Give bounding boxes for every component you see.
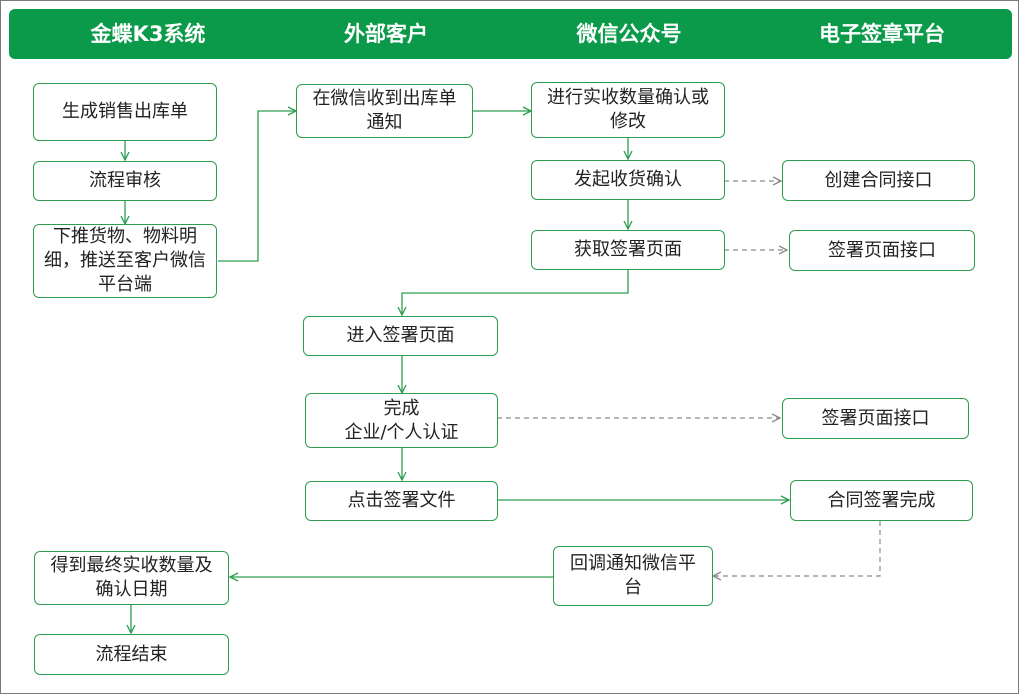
node-push-to-customer: 下推货物、物料明细，推送至客户微信平台端 [33, 224, 217, 298]
edge-n3-n4 [218, 111, 296, 262]
node-wechat-receive-notice: 在微信收到出库单通知 [296, 84, 473, 138]
node-create-delivery-order: 生成销售出库单 [33, 83, 217, 141]
lane-title-esign: 电子签章平台 [819, 22, 945, 46]
node-contract-signed: 合同签署完成 [790, 480, 973, 521]
node-create-contract-api: 创建合同接口 [782, 160, 975, 201]
node-start-receipt-confirm: 发起收货确认 [531, 160, 725, 200]
node-confirm-quantity: 进行实收数量确认或修改 [531, 82, 725, 138]
node-complete-verification: 完成 企业/个人认证 [305, 393, 498, 448]
node-process-end: 流程结束 [34, 634, 229, 675]
node-sign-page-api-2: 签署页面接口 [782, 398, 969, 439]
lane-header-bar: 金蝶K3系统 外部客户 微信公众号 电子签章平台 [9, 9, 1012, 59]
node-click-sign-file: 点击签署文件 [305, 481, 498, 521]
lane-title-wechat: 微信公众号 [576, 22, 682, 46]
node-enter-sign-page: 进入签署页面 [303, 316, 498, 356]
node-process-review: 流程审核 [33, 161, 217, 201]
lane-title-k3: 金蝶K3系统 [90, 22, 206, 46]
node-get-sign-page: 获取签署页面 [531, 230, 725, 270]
edge-n8-n10 [402, 270, 629, 315]
edge-n14-n15 [713, 521, 881, 576]
node-callback-wechat: 回调通知微信平台 [553, 546, 713, 606]
lane-title-customer: 外部客户 [344, 22, 428, 46]
node-final-quantity-date: 得到最终实收数量及确认日期 [34, 551, 229, 605]
node-sign-page-api-1: 签署页面接口 [789, 230, 975, 271]
